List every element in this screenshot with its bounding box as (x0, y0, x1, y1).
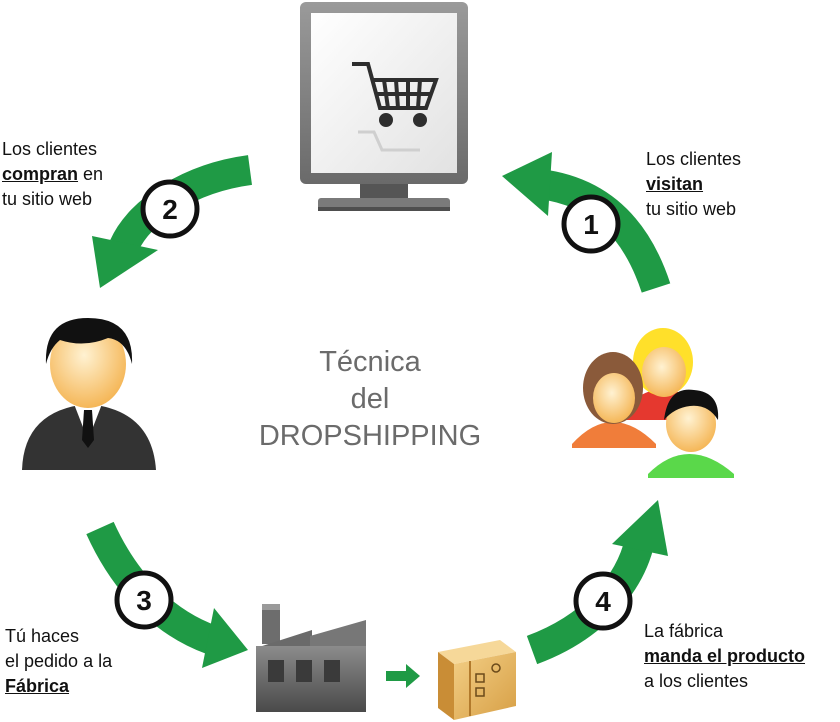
factory-icon (256, 604, 366, 712)
step-1-bold: visitan (646, 174, 704, 194)
title-line-3: DROPSHIPPING (258, 420, 482, 452)
step-1-line-1: Los clientes (646, 149, 742, 169)
step-1-label: Los clientes visitan tu sitio web (646, 147, 741, 222)
step-2-line-3: tu sitio web (2, 189, 93, 209)
step-badge-4: 4 (573, 571, 633, 631)
small-arrow-icon (386, 664, 420, 688)
step-3-label: Tú haces el pedido a la Fábrica (5, 624, 112, 699)
step-number-3: 3 (136, 585, 152, 616)
step-number-4: 4 (595, 586, 611, 617)
step-2-bold: compran (2, 164, 79, 184)
shipping-box-icon (438, 640, 516, 720)
step-3-bold: Fábrica (5, 676, 70, 696)
step-2-after-bold: en (78, 164, 104, 184)
step-4-bold: manda el producto (644, 646, 806, 666)
step-2-label: Los clientes compran en tu sitio web (2, 137, 103, 212)
computer-monitor-icon (300, 2, 468, 211)
step-4-line-1: La fábrica (644, 621, 724, 641)
customer-group-icon (572, 328, 734, 478)
shopping-cart-icon (352, 62, 439, 152)
step-1-line-3: tu sitio web (646, 199, 737, 219)
step-4-label: La fábrica manda el producto a los clien… (644, 619, 805, 694)
title-line-2: del (350, 383, 390, 415)
step-badge-1: 1 (561, 194, 621, 254)
businessman-icon (22, 318, 156, 470)
title-line-1: Técnica (319, 346, 421, 378)
step-badge-3: 3 (114, 570, 174, 630)
step-2-line-1: Los clientes (2, 139, 98, 159)
step-4-line-3: a los clientes (644, 671, 749, 691)
step-number-2: 2 (162, 194, 178, 225)
step-3-line-1: Tú haces (5, 626, 80, 646)
step-badge-2: 2 (140, 179, 200, 239)
diagram-title: Técnica del DROPSHIPPING (240, 344, 500, 455)
step-number-1: 1 (583, 209, 599, 240)
step-3-line-2: el pedido a la (5, 651, 113, 671)
